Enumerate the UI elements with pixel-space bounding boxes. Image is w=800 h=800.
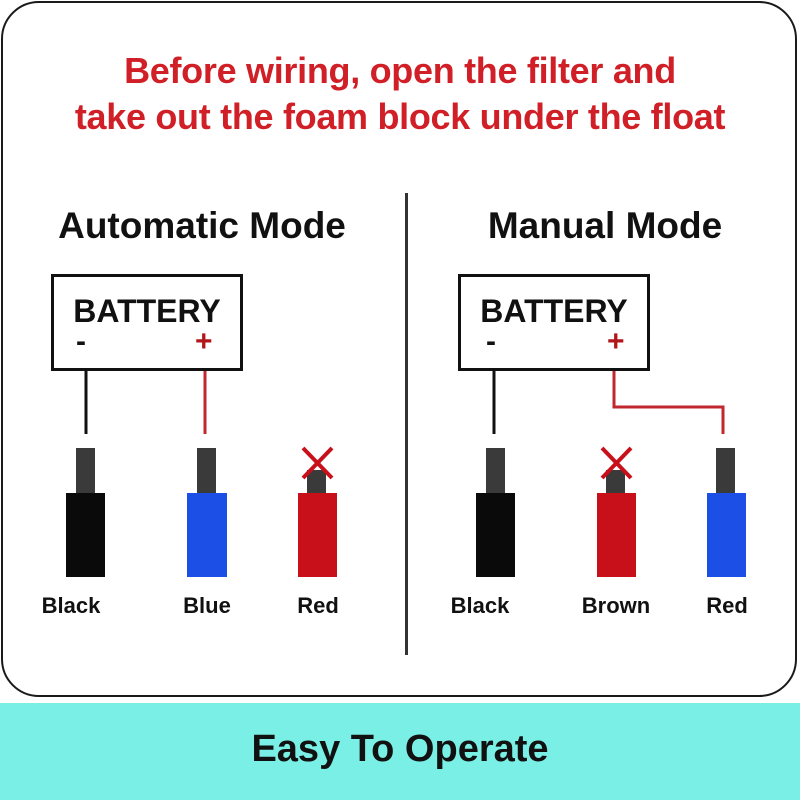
headline: Before wiring, open the filter and take … [0, 48, 800, 140]
red-wire [612, 371, 725, 434]
automatic-battery: BATTERY - + [51, 274, 243, 371]
automatic-mode-title: Automatic Mode [58, 205, 346, 246]
disconnected-x-icon [600, 446, 633, 480]
connector-sleeve [597, 493, 636, 577]
battery-label: BATTERY [73, 293, 221, 329]
connector-sleeve [66, 493, 105, 577]
brown-connector [597, 446, 636, 577]
wiring-diagram [66, 371, 746, 577]
connector-sleeve [707, 493, 746, 577]
wire-label-brown: Brown [581, 593, 651, 618]
black-connector [476, 448, 515, 577]
connector-sleeve [476, 493, 515, 577]
disconnected-x-icon [301, 446, 334, 480]
battery-minus-terminal: - [486, 325, 496, 358]
connector-sleeve [298, 493, 337, 577]
wire-label-red: Red [297, 593, 339, 618]
manual-battery: BATTERY - + [458, 274, 650, 371]
footer-tagline: Easy To Operate [251, 728, 549, 770]
manual-mode-title: Manual Mode [487, 205, 723, 246]
wire-label-red: Red [706, 593, 748, 618]
headline-line-2: take out the foam block under the float [74, 96, 726, 137]
red-connector [298, 446, 337, 577]
battery-plus-terminal: + [607, 325, 625, 358]
connector-sleeve [187, 493, 227, 577]
red-connector [707, 448, 746, 577]
wire-label-black: Black [450, 593, 510, 618]
headline-line-1: Before wiring, open the filter and [124, 50, 676, 91]
battery-label: BATTERY [480, 293, 628, 329]
black-connector [66, 448, 105, 577]
blue-connector [187, 448, 227, 577]
footer-banner: Easy To Operate [0, 703, 800, 800]
mode-divider [405, 193, 408, 655]
wire-label-blue: Blue [183, 593, 231, 618]
battery-minus-terminal: - [76, 325, 86, 358]
battery-plus-terminal: + [195, 325, 213, 358]
wire-label-black: Black [41, 593, 101, 618]
